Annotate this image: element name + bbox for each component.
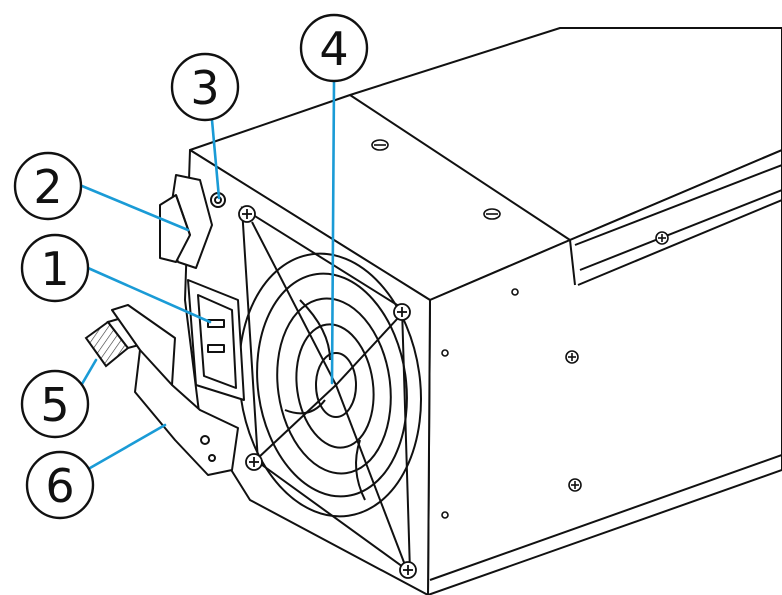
screw-icon: [655, 231, 669, 245]
fan-screw-icon: [393, 303, 411, 321]
screw-icon: [483, 208, 501, 220]
leader-lines: [80, 80, 336, 470]
screw-icon: [565, 350, 579, 364]
psu-screws: [371, 139, 669, 519]
callout-2-label: 2: [33, 160, 62, 214]
fan-guard-ring-4: [295, 323, 375, 449]
psu-rail-edge: [579, 189, 782, 271]
fan-guard-ring-3: [276, 297, 392, 475]
callout-1: 1: [20, 233, 90, 303]
callout-5: 5: [20, 369, 90, 439]
callout-3: 3: [170, 52, 240, 122]
fan-spoke: [335, 384, 406, 566]
leader-line-2: [80, 184, 190, 232]
release-handle: [111, 304, 239, 476]
leader-line-1: [86, 266, 212, 324]
callout-6-label: 6: [45, 459, 74, 513]
rivet-icon: [441, 349, 449, 357]
screw-icon: [568, 478, 582, 492]
callout-1-label: 1: [40, 242, 69, 296]
fan-blade: [355, 439, 366, 501]
psu-rail-lower: [577, 199, 782, 286]
fan-guard-ring-2: [256, 272, 408, 498]
fan-spoke: [335, 317, 399, 386]
callout-4-label: 4: [319, 22, 348, 76]
psu-rail: [574, 164, 782, 246]
fan-screw-icon: [238, 205, 256, 223]
fan-screw-icon: [399, 561, 417, 579]
power-switch: [159, 174, 213, 269]
screw-icon: [371, 139, 389, 151]
leader-line-3: [210, 118, 221, 200]
psu-bottom-edge: [429, 454, 782, 581]
fan-blade: [299, 299, 331, 361]
psu-top-panel-edge: [349, 94, 576, 286]
fan-spoke: [251, 221, 337, 386]
rivet-icon: [511, 288, 519, 296]
fan-blade: [284, 399, 326, 415]
leader-line-4: [330, 80, 336, 385]
callout-5-label: 5: [40, 378, 69, 432]
ac-power-inlet: [187, 279, 245, 401]
callout-2: 2: [13, 151, 83, 221]
callout-4: 4: [299, 13, 369, 83]
fan-spoke: [257, 384, 337, 459]
fan-screws: [238, 205, 417, 579]
callout-3-label: 3: [190, 61, 219, 115]
fan-screw-icon: [245, 453, 263, 471]
leader-line-5: [80, 358, 98, 386]
leader-line-6: [88, 423, 167, 470]
callout-6: 6: [25, 450, 95, 520]
callouts: 1 2 3 4 5 6: [13, 13, 369, 520]
rivet-icon: [441, 511, 449, 519]
